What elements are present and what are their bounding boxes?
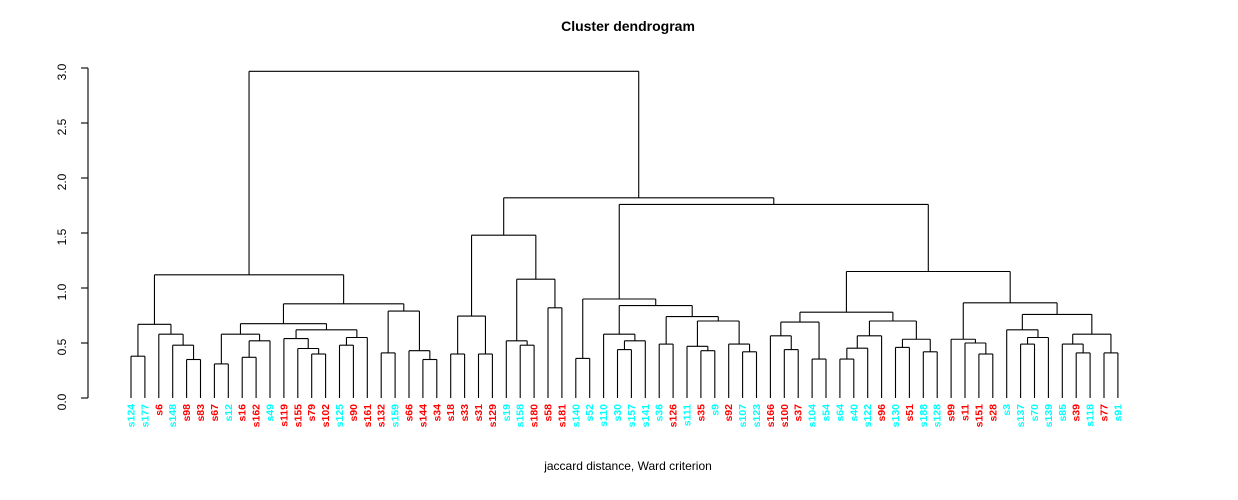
- leaf-label: s85: [1057, 404, 1069, 422]
- leaf-label: s119: [278, 404, 290, 427]
- leaf-label: s107: [737, 404, 749, 428]
- leaf-label: s100: [779, 404, 791, 428]
- y-tick-label: 0.0: [55, 393, 69, 410]
- dendrogram-lines: [130, 70, 1119, 398]
- leaf-label: s162: [251, 404, 263, 428]
- leaf-label: s148: [167, 404, 179, 428]
- leaf-label: s52: [584, 404, 596, 422]
- leaf-label: s140: [570, 404, 582, 428]
- leaf-label: s144: [417, 404, 429, 428]
- leaf-label: s111: [682, 404, 694, 426]
- leaf-label: s67: [209, 404, 221, 422]
- leaf-label: s77: [1099, 404, 1111, 422]
- leaf-label: s102: [320, 404, 332, 428]
- leaf-label: s159: [390, 404, 402, 428]
- leaf-label: s126: [668, 404, 680, 428]
- leaf-label: s130: [890, 404, 902, 428]
- leaf-label: s64: [834, 404, 846, 422]
- leaf-label: s6: [153, 404, 165, 416]
- leaf-label: s128: [932, 404, 944, 428]
- leaf-label: s28: [987, 404, 999, 422]
- leaf-label: s35: [695, 404, 707, 422]
- leaf-label: s31: [473, 404, 485, 422]
- leaf-label: s158: [515, 404, 527, 428]
- leaf-label: s9: [709, 404, 721, 416]
- leaf-label: s122: [862, 404, 874, 428]
- leaf-label: s30: [612, 404, 624, 422]
- leaf-label: s123: [751, 404, 763, 428]
- leaf-label: s137: [1015, 404, 1027, 428]
- y-tick-label: 0.5: [55, 338, 69, 355]
- leaf-label: s51: [904, 404, 916, 422]
- leaf-label: s110: [598, 404, 610, 427]
- leaf-label: s92: [723, 404, 735, 422]
- leaf-label: s141: [640, 404, 652, 428]
- y-tick-label: 2.5: [55, 118, 69, 135]
- leaf-label: s180: [529, 404, 541, 428]
- leaf-label: s12: [223, 404, 235, 422]
- leaf-label: s39: [1071, 404, 1083, 422]
- leaf-label: s124: [126, 404, 138, 428]
- leaf-label: s90: [348, 404, 360, 422]
- leaf-label: s151: [973, 404, 985, 428]
- leaf-label: s70: [1029, 404, 1041, 422]
- y-axis: 0.0 0.5 1.0 1.5 2.0 2.5 3.0: [55, 63, 89, 410]
- leaf-label: s19: [501, 404, 513, 422]
- leaf-label: s54: [821, 404, 833, 422]
- leaf-label: s125: [334, 404, 346, 428]
- leaf-label: s79: [306, 404, 318, 422]
- leaf-label: s3: [1001, 404, 1013, 416]
- leaf-label: s181: [556, 404, 568, 428]
- y-tick-label: 2.0: [55, 173, 69, 190]
- leaf-label: s91: [1112, 404, 1124, 422]
- leaf-label: s177: [139, 404, 151, 428]
- leaf-label: s40: [848, 404, 860, 422]
- leaf-label: s139: [1043, 404, 1055, 428]
- leaf-label: s37: [793, 404, 805, 422]
- leaf-label: s11: [960, 404, 972, 421]
- leaf-label: s36: [654, 404, 666, 422]
- leaf-label: s33: [459, 404, 471, 422]
- leaf-label: s132: [376, 404, 388, 428]
- leaf-label: s118: [1085, 404, 1097, 427]
- leaf-label: s96: [876, 404, 888, 422]
- leaf-label: s99: [946, 404, 958, 422]
- leaf-label: s66: [404, 404, 416, 422]
- leaf-label: s157: [626, 404, 638, 428]
- leaf-label: s58: [543, 404, 555, 422]
- leaf-label: s98: [181, 404, 193, 422]
- leaf-label: s155: [292, 404, 304, 428]
- leaf-label: s34: [431, 404, 443, 422]
- leaf-label: s161: [362, 404, 374, 428]
- leaf-label: s49: [265, 404, 277, 422]
- leaf-label: s129: [487, 404, 499, 428]
- leaf-label: s83: [195, 404, 207, 422]
- leaf-label: s16: [237, 404, 249, 422]
- leaf-label: s188: [918, 404, 930, 428]
- y-tick-label: 3.0: [55, 63, 69, 80]
- y-tick-label: 1.0: [55, 283, 69, 300]
- leaf-label: s18: [445, 404, 457, 422]
- x-axis-caption: jaccard distance, Ward criterion: [544, 459, 712, 473]
- y-tick-label: 1.5: [55, 228, 69, 245]
- leaf-label: s166: [765, 404, 777, 428]
- chart-title: Cluster dendrogram: [561, 18, 695, 34]
- leaf-label: s104: [807, 404, 819, 428]
